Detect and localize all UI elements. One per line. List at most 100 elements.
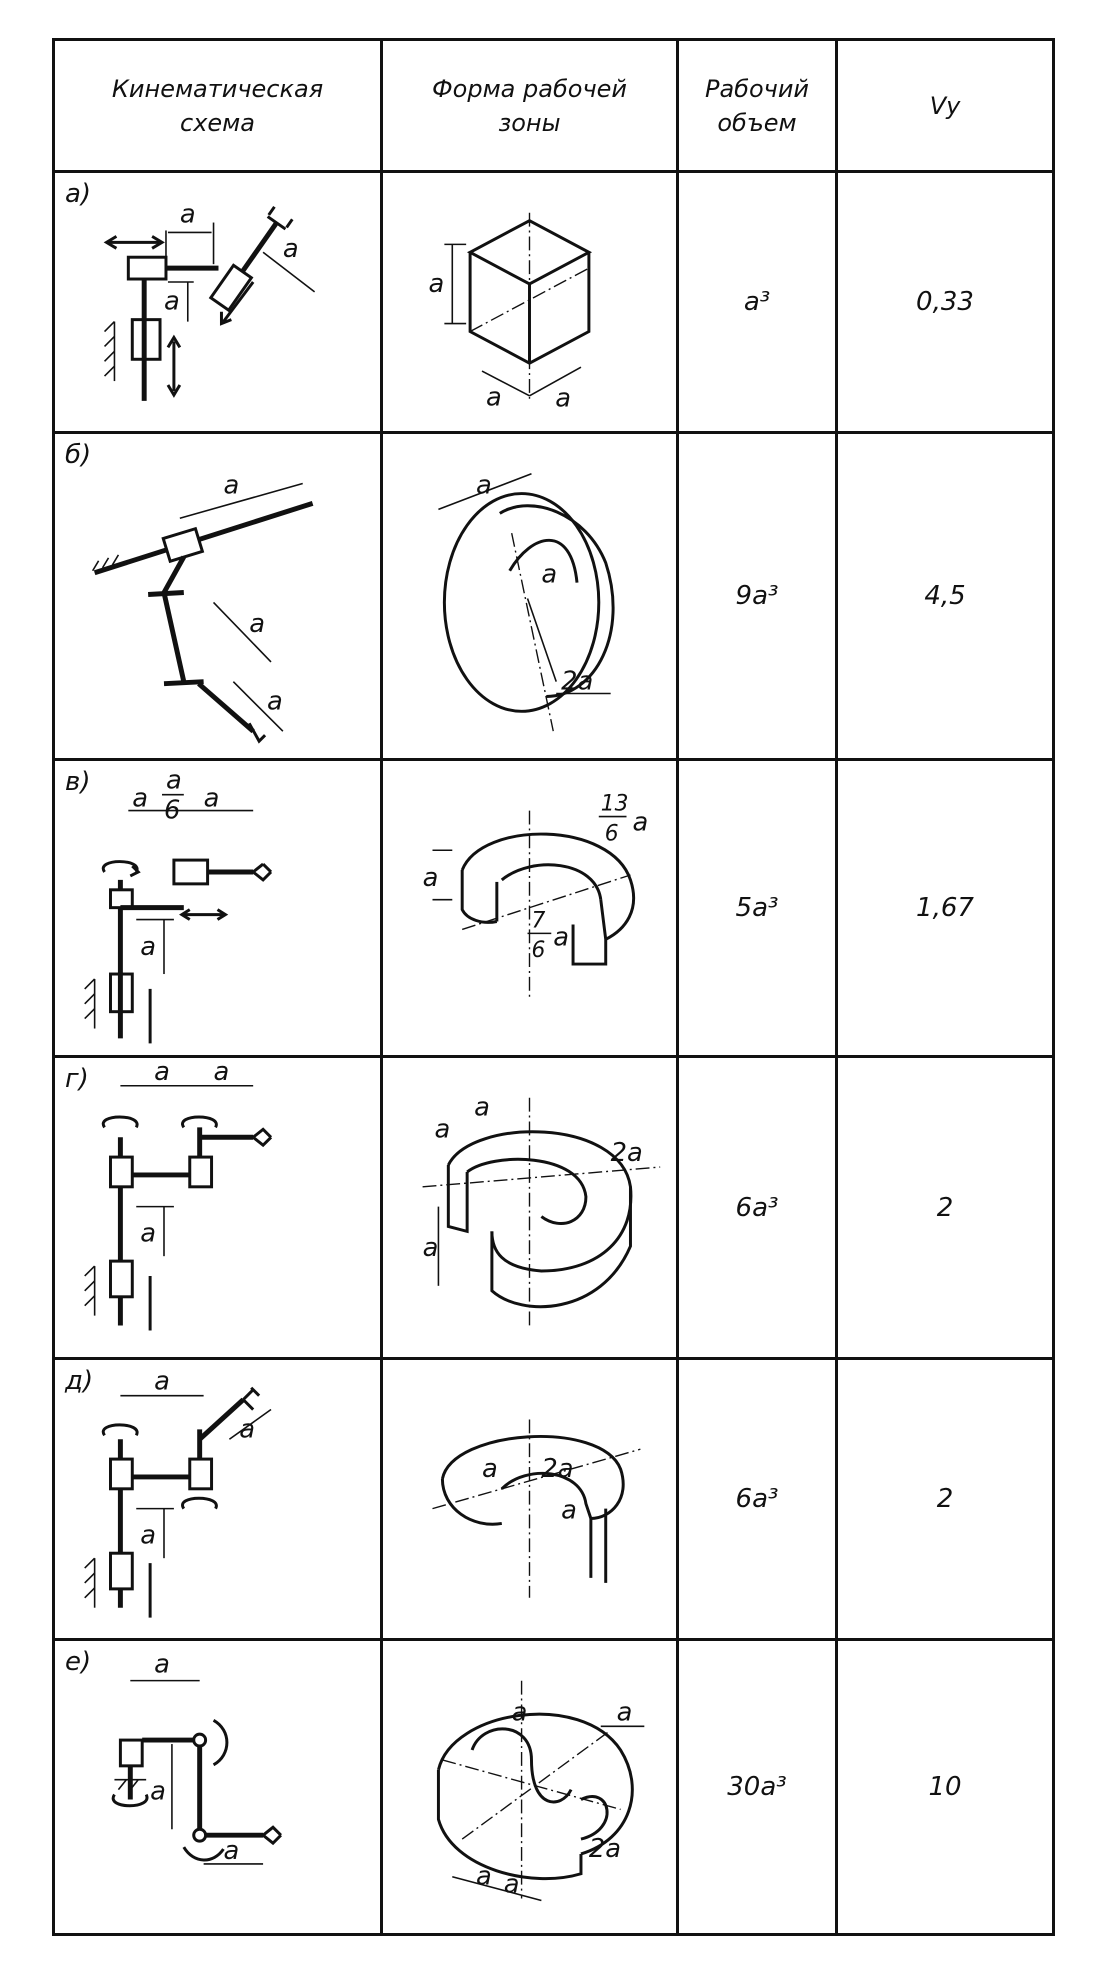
header-work-zone-shape: Форма рабочей зоны	[380, 38, 679, 173]
header-col3-line2: объем	[717, 108, 797, 137]
dim-7: 7	[531, 908, 545, 933]
table-row: в) a a 6 a a	[52, 757, 1055, 1058]
dim-a: a	[150, 1776, 166, 1806]
work-zone-diagram: a 2a a	[432, 1419, 641, 1598]
dim-a: a	[249, 609, 265, 639]
header-col1-line1: Кинематическая	[111, 74, 324, 103]
header-vy: Vy	[835, 38, 1055, 173]
scheme-cell: а) a a a	[52, 170, 383, 434]
work-zone-diagram: a a a 2a	[422, 1092, 661, 1326]
dim-a: a	[154, 1367, 170, 1397]
work-zone-diagram: a a 2a	[438, 470, 615, 731]
vy-value: 0,33	[835, 170, 1055, 434]
dim-a: a	[223, 470, 239, 500]
volume-value: 6a³	[676, 1054, 838, 1361]
kinematic-scheme-diagram: a a 6 a a	[84, 765, 273, 1044]
dim-a: a	[423, 862, 439, 892]
kinematic-scheme-diagram: a a a	[91, 470, 314, 744]
zone-cell: a a 2a a a	[380, 1637, 679, 1936]
dim-a: a	[423, 1233, 439, 1263]
dim-a: a	[486, 383, 502, 413]
volume-value: 5a³	[676, 757, 838, 1058]
dim-a: a	[476, 1861, 492, 1891]
zone-cell: a 2a a	[380, 1357, 679, 1641]
dim-2a: 2a	[589, 1833, 621, 1863]
kinematic-scheme-diagram: a a a	[84, 1058, 273, 1331]
scheme-cell: д) a a a	[52, 1357, 383, 1641]
dim-a: a	[132, 783, 148, 813]
header-kinematic-scheme: Кинематическая схема	[52, 38, 383, 173]
dim-a: a	[555, 384, 571, 414]
scheme-cell: г) a a a	[52, 1054, 383, 1361]
row-label: е)	[65, 1646, 92, 1677]
zone-cell: a 13 6 a 7 6 a	[380, 757, 679, 1058]
dim-a: a	[512, 1697, 528, 1727]
kinematic-scheme-diagram: a a a	[111, 1649, 282, 1866]
table-row: а) a a a	[52, 170, 1055, 434]
vy-value: 2	[835, 1054, 1055, 1361]
dim-a: a	[474, 1092, 490, 1122]
scheme-cell: б) a a a	[52, 430, 383, 761]
dim-a: a	[482, 1454, 498, 1484]
dim-a: a	[429, 269, 445, 299]
zone-cell: a a a	[380, 170, 679, 434]
dim-a: a	[180, 200, 196, 230]
row-label: а)	[65, 179, 92, 209]
header-col3-line1: Рабочий	[704, 74, 810, 103]
dim-13: 13	[601, 791, 629, 816]
table-row: б) a a a	[52, 430, 1055, 761]
dim-a: a	[553, 922, 569, 952]
work-zone-diagram: a a 2a a a	[436, 1680, 645, 1901]
kinematic-table: Кинематическая схема Форма рабочей зоны …	[52, 38, 1055, 1936]
vy-value: 10	[835, 1637, 1055, 1936]
dim-a: a	[223, 1836, 239, 1866]
dim-a: a	[561, 1496, 577, 1526]
volume-value: 9a³	[676, 430, 838, 761]
table-row: г) a a a	[52, 1054, 1055, 1361]
vy-value: 4,5	[835, 430, 1055, 761]
header-col2-line1: Форма рабочей	[432, 74, 627, 103]
dim-a: a	[632, 807, 648, 837]
dim-a: a	[154, 1058, 170, 1087]
scheme-cell: в) a a 6 a a	[52, 757, 383, 1058]
zone-cell: a a 2a	[380, 430, 679, 761]
dim-a: a	[164, 287, 180, 317]
vy-value: 1,67	[835, 757, 1055, 1058]
dim-a: a	[140, 1218, 156, 1248]
header-col2-line2: зоны	[498, 108, 561, 137]
dim-a: a	[617, 1697, 633, 1727]
dim-a: a	[154, 1649, 170, 1679]
dim-6: 6	[531, 938, 545, 963]
dim-a: a	[504, 1869, 520, 1899]
dim-a: a	[267, 686, 283, 716]
row-label: д)	[65, 1366, 94, 1397]
dim-a: a	[541, 559, 557, 589]
dim-6: 6	[605, 821, 619, 846]
row-label: б)	[65, 439, 92, 470]
work-zone-diagram: a a a	[429, 212, 593, 414]
volume-value: 6a³	[676, 1357, 838, 1641]
scheme-cell: е) a a a	[52, 1637, 383, 1936]
zone-cell: a a a 2a	[380, 1054, 679, 1361]
dim-a: a	[434, 1114, 450, 1144]
dim-a: a	[140, 1520, 156, 1550]
row-label: г)	[65, 1063, 89, 1094]
row-label: в)	[65, 766, 91, 797]
dim-a: a	[214, 1058, 230, 1087]
table-row: д) a a a	[52, 1357, 1055, 1641]
header-work-volume: Рабочий объем	[676, 38, 838, 173]
volume-value: a³	[676, 170, 838, 434]
header-col1-line2: схема	[180, 108, 255, 137]
dim-frac-a: a	[166, 765, 182, 795]
volume-value: 30a³	[676, 1637, 838, 1936]
vy-value: 2	[835, 1357, 1055, 1641]
dim-2a: 2a	[541, 1454, 573, 1484]
kinematic-scheme-diagram: a a a	[84, 1367, 272, 1618]
work-zone-diagram: a 13 6 a 7 6 a	[423, 791, 648, 999]
header-row: Кинематическая схема Форма рабочей зоны …	[52, 38, 1055, 173]
dim-a: a	[283, 234, 299, 264]
dim-a: a	[476, 470, 492, 500]
kinematic-scheme-diagram: a a a	[103, 200, 316, 401]
table-row: е) a a a	[52, 1637, 1055, 1936]
dim-2a: 2a	[561, 666, 593, 696]
